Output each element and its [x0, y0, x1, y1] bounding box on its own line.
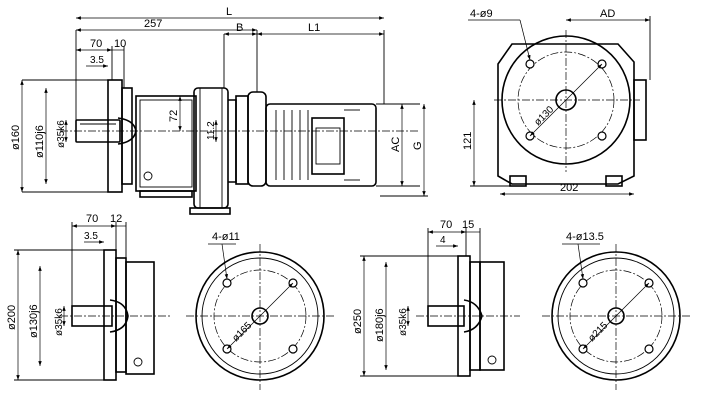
dim-4-phi11: 4-ø11 — [212, 231, 240, 243]
dim-phi250: ø250 — [352, 309, 364, 334]
dim-4-phi13-5: 4-ø13.5 — [566, 231, 604, 243]
dim-12: 12 — [110, 213, 122, 225]
dim-G: G — [412, 141, 424, 150]
dim-3-5-bl: 3.5 — [84, 231, 98, 242]
flange-variant-2-face: ø215 4-ø13.5 — [542, 231, 690, 390]
dim-phi35k6-top: ø35k6 — [56, 120, 67, 148]
dim-11-2: 11.2 — [206, 121, 217, 140]
dim-phi130: ø130 — [532, 104, 556, 128]
dim-phi200: ø200 — [6, 305, 18, 330]
dim-4: 4 — [440, 235, 446, 246]
dim-B: B — [236, 22, 243, 34]
dim-phi180j6: ø180j6 — [374, 308, 386, 342]
motor-adapter-flange — [235, 95, 249, 185]
dim-phi165: ø165 — [230, 320, 254, 344]
dim-phi130j6: ø130j6 — [28, 304, 40, 338]
dim-70-bl: 70 — [86, 213, 98, 225]
dim-70-br: 70 — [440, 219, 452, 231]
dim-15: 15 — [462, 219, 474, 231]
motor-body — [265, 103, 377, 187]
dim-70-top: 70 — [90, 38, 102, 50]
dim-3-5-top: 3.5 — [90, 55, 104, 66]
dim-257: 257 — [144, 18, 162, 30]
terminal-box — [311, 117, 345, 175]
dim-phi110j6: ø110j6 — [34, 125, 46, 158]
housing-outline — [497, 43, 635, 185]
dim-4-phi9: 4-ø9 — [470, 8, 493, 20]
dim-72: 72 — [168, 110, 180, 122]
dim-202: 202 — [560, 182, 578, 194]
dim-phi215: ø215 — [586, 320, 610, 344]
dim-10: 10 — [114, 38, 126, 50]
flange-variant-1-face: ø165 4-ø11 — [186, 231, 334, 390]
dim-phi35k6-bl: ø35k6 — [54, 308, 65, 336]
dim-AD: AD — [600, 8, 615, 20]
gear-housing-stage1 — [135, 95, 197, 192]
dim-phi35k6-br: ø35k6 — [398, 308, 409, 336]
dim-121: 121 — [462, 132, 474, 150]
end-view-top-right: ø130 4-ø9 AD 121 202 — [462, 8, 651, 196]
main-side-view: L 257 B L1 70 10 3.5 ø160 ø110j6 ø35k6 7… — [10, 6, 428, 215]
gear-housing-stage2 — [193, 87, 229, 209]
dim-AC: AC — [390, 137, 402, 152]
dim-L1: L1 — [308, 22, 320, 34]
dim-L: L — [226, 6, 232, 18]
flange-variant-1-side: 70 12 3.5 ø200 ø130j6 ø35k6 — [6, 213, 170, 381]
dim-phi160: ø160 — [10, 125, 22, 150]
flange-variant-2-side: 70 15 4 ø250 ø180j6 ø35k6 — [352, 219, 520, 377]
